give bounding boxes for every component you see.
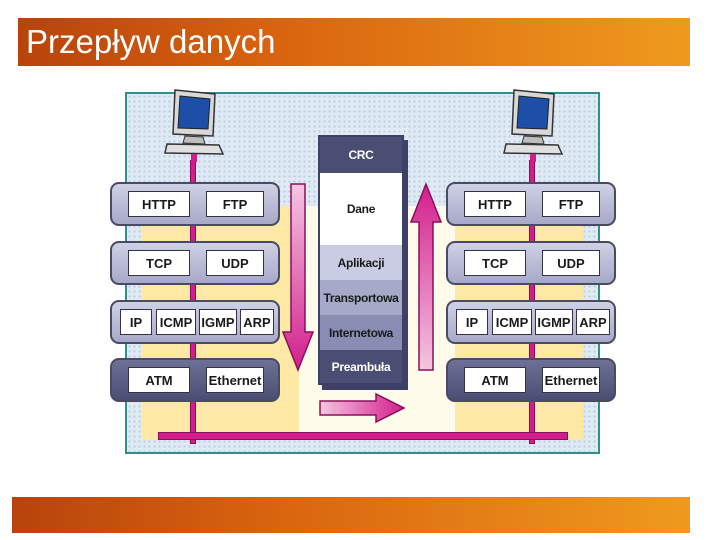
right-internet-layer: IP ICMP IGMP ARP xyxy=(446,300,616,344)
up-arrow-icon xyxy=(410,182,442,371)
slide-title: Przepływ danych xyxy=(26,23,276,60)
down-arrow-icon xyxy=(282,183,314,372)
left-arp-box: ARP xyxy=(240,309,274,335)
left-application-layer: HTTP FTP xyxy=(110,182,280,226)
left-internet-layer: IP ICMP IGMP ARP xyxy=(110,300,280,344)
computer-right-icon xyxy=(503,89,564,162)
packet-segment-crc: CRC xyxy=(320,137,402,175)
left-ftp-box: FTP xyxy=(206,191,264,217)
right-atm-box: ATM xyxy=(464,367,526,393)
right-transport-layer: TCP UDP xyxy=(446,241,616,285)
right-ethernet-box: Ethernet xyxy=(542,367,600,393)
title-bar: Przepływ danych xyxy=(18,18,690,66)
left-udp-box: UDP xyxy=(206,250,264,276)
network-line xyxy=(158,432,568,440)
right-ftp-box: FTP xyxy=(542,191,600,217)
right-igmp-box: IGMP xyxy=(535,309,573,335)
left-http-box: HTTP xyxy=(128,191,190,217)
right-arrow-icon xyxy=(319,392,406,424)
left-transport-layer: TCP UDP xyxy=(110,241,280,285)
packet-segment-aplikacji: Aplikacji xyxy=(320,245,402,282)
right-udp-box: UDP xyxy=(542,250,600,276)
right-application-layer: HTTP FTP xyxy=(446,182,616,226)
packet-segment-transportowa: Transportowa xyxy=(320,280,402,317)
computer-left-icon xyxy=(164,89,225,162)
left-icmp-box: ICMP xyxy=(156,309,196,335)
right-network-layer: ATM Ethernet xyxy=(446,358,616,402)
left-ethernet-box: Ethernet xyxy=(206,367,264,393)
left-network-layer: ATM Ethernet xyxy=(110,358,280,402)
bottom-bar xyxy=(12,497,690,533)
packet-segment-dane: Dane xyxy=(320,173,402,247)
left-tcp-box: TCP xyxy=(128,250,190,276)
right-tcp-box: TCP xyxy=(464,250,526,276)
packet-column: CRC Dane Aplikacji Transportowa Internet… xyxy=(318,135,404,385)
right-http-box: HTTP xyxy=(464,191,526,217)
right-icmp-box: ICMP xyxy=(492,309,532,335)
left-ip-box: IP xyxy=(120,309,152,335)
packet-segment-internetowa: Internetowa xyxy=(320,315,402,352)
left-igmp-box: IGMP xyxy=(199,309,237,335)
right-arp-box: ARP xyxy=(576,309,610,335)
packet-segment-preambula: Preambuła xyxy=(320,350,402,383)
right-ip-box: IP xyxy=(456,309,488,335)
left-atm-box: ATM xyxy=(128,367,190,393)
